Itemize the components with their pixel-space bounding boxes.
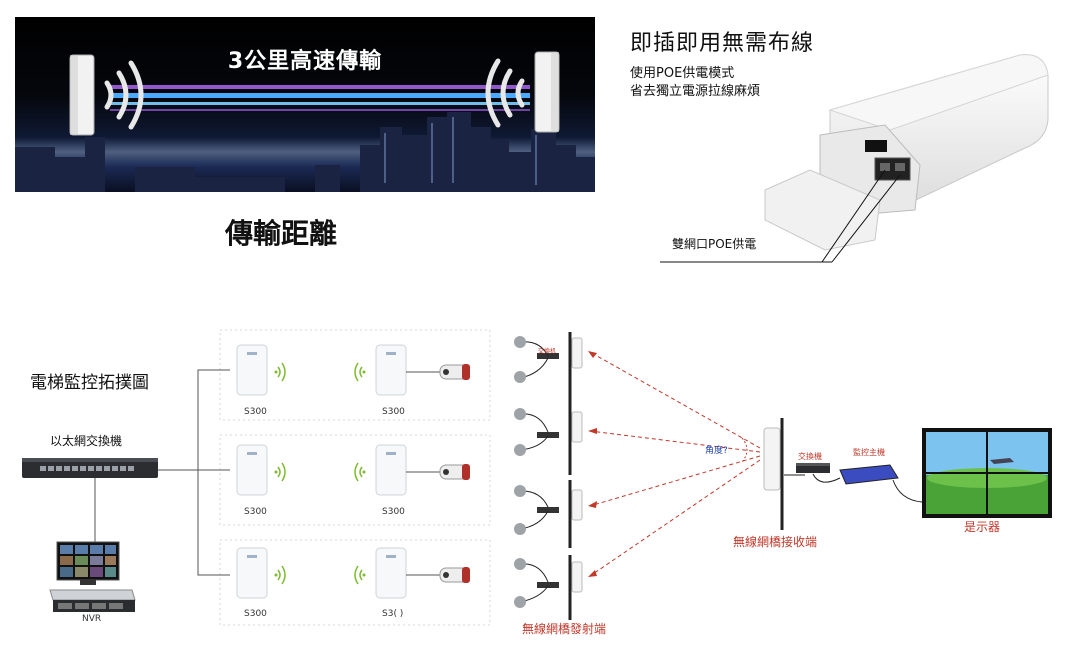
node-group-box	[219, 434, 491, 526]
angle-label: 角度?	[705, 446, 728, 456]
signal-out-icon	[277, 565, 286, 585]
nvr-monitor-icon	[56, 541, 120, 585]
s300-device-icon	[375, 547, 407, 599]
monitor-host-icon	[839, 464, 899, 485]
ethernet-switch-label: 以太網交換機	[50, 434, 123, 448]
transmitter-pole	[514, 332, 583, 405]
transmitter-label: 無線網橋發射端	[522, 622, 607, 636]
s300-label: S300	[244, 407, 267, 417]
banner-subtitle: 傳輸距離	[225, 217, 338, 250]
node-group-box	[219, 329, 491, 421]
s300-label: S300	[382, 407, 405, 417]
signal-in-icon	[354, 565, 363, 585]
signal-out-icon	[277, 362, 286, 382]
bullet-camera-icon	[439, 364, 470, 380]
s300-label: S300	[382, 507, 405, 517]
product-title: 即插即用無需布線	[630, 31, 815, 56]
receiver-switch-label: 交換機	[798, 452, 822, 461]
banner-title: 3公里高速傳輸	[227, 49, 383, 74]
city-skyline	[15, 51, 595, 192]
signal-out-icon	[277, 462, 286, 482]
bullet-camera-icon	[439, 464, 470, 480]
mini-switch-label: 交換机	[538, 348, 557, 355]
s300-label: S3( )	[382, 609, 404, 619]
topology-title: 電梯監控拓撲圖	[30, 373, 149, 393]
s300-label: S300	[244, 507, 267, 517]
display-label: 是示器	[964, 520, 1001, 534]
poe-label: 雙網口POE供電	[672, 237, 757, 251]
s300-device-icon	[375, 444, 407, 496]
topology-diagram	[22, 329, 1052, 626]
transmitter-pole	[514, 480, 583, 548]
s300-device-icon	[375, 344, 407, 396]
signal-in-icon	[354, 462, 363, 482]
s300-label: S300	[244, 609, 267, 619]
s300-device-icon	[236, 547, 268, 599]
s300-device-icon	[236, 344, 268, 396]
product-line-1: 使用POE供電模式	[630, 66, 735, 81]
bullet-camera-icon	[439, 567, 470, 583]
banner-image: 3公里高速傳輸	[15, 17, 595, 192]
nvr-label: NVR	[82, 614, 102, 624]
nvr-recorder-icon	[49, 589, 136, 612]
ethernet-switch-icon	[22, 458, 158, 478]
transmitter-pole	[514, 555, 583, 620]
monitor-host-label: 監控主機	[853, 448, 885, 457]
display-wall-icon	[922, 428, 1052, 518]
s300-device-icon	[236, 444, 268, 496]
signal-in-icon	[354, 362, 363, 382]
bridge-device-illustration	[660, 54, 1049, 263]
product-line-2: 省去獨立電源拉線麻煩	[630, 84, 761, 99]
receiver-pole	[763, 418, 784, 530]
transmitter-pole	[514, 405, 583, 475]
node-group-box	[219, 539, 491, 626]
receiver-label: 無線網橋接收端	[733, 535, 818, 549]
receiver-switch-icon	[796, 463, 830, 473]
